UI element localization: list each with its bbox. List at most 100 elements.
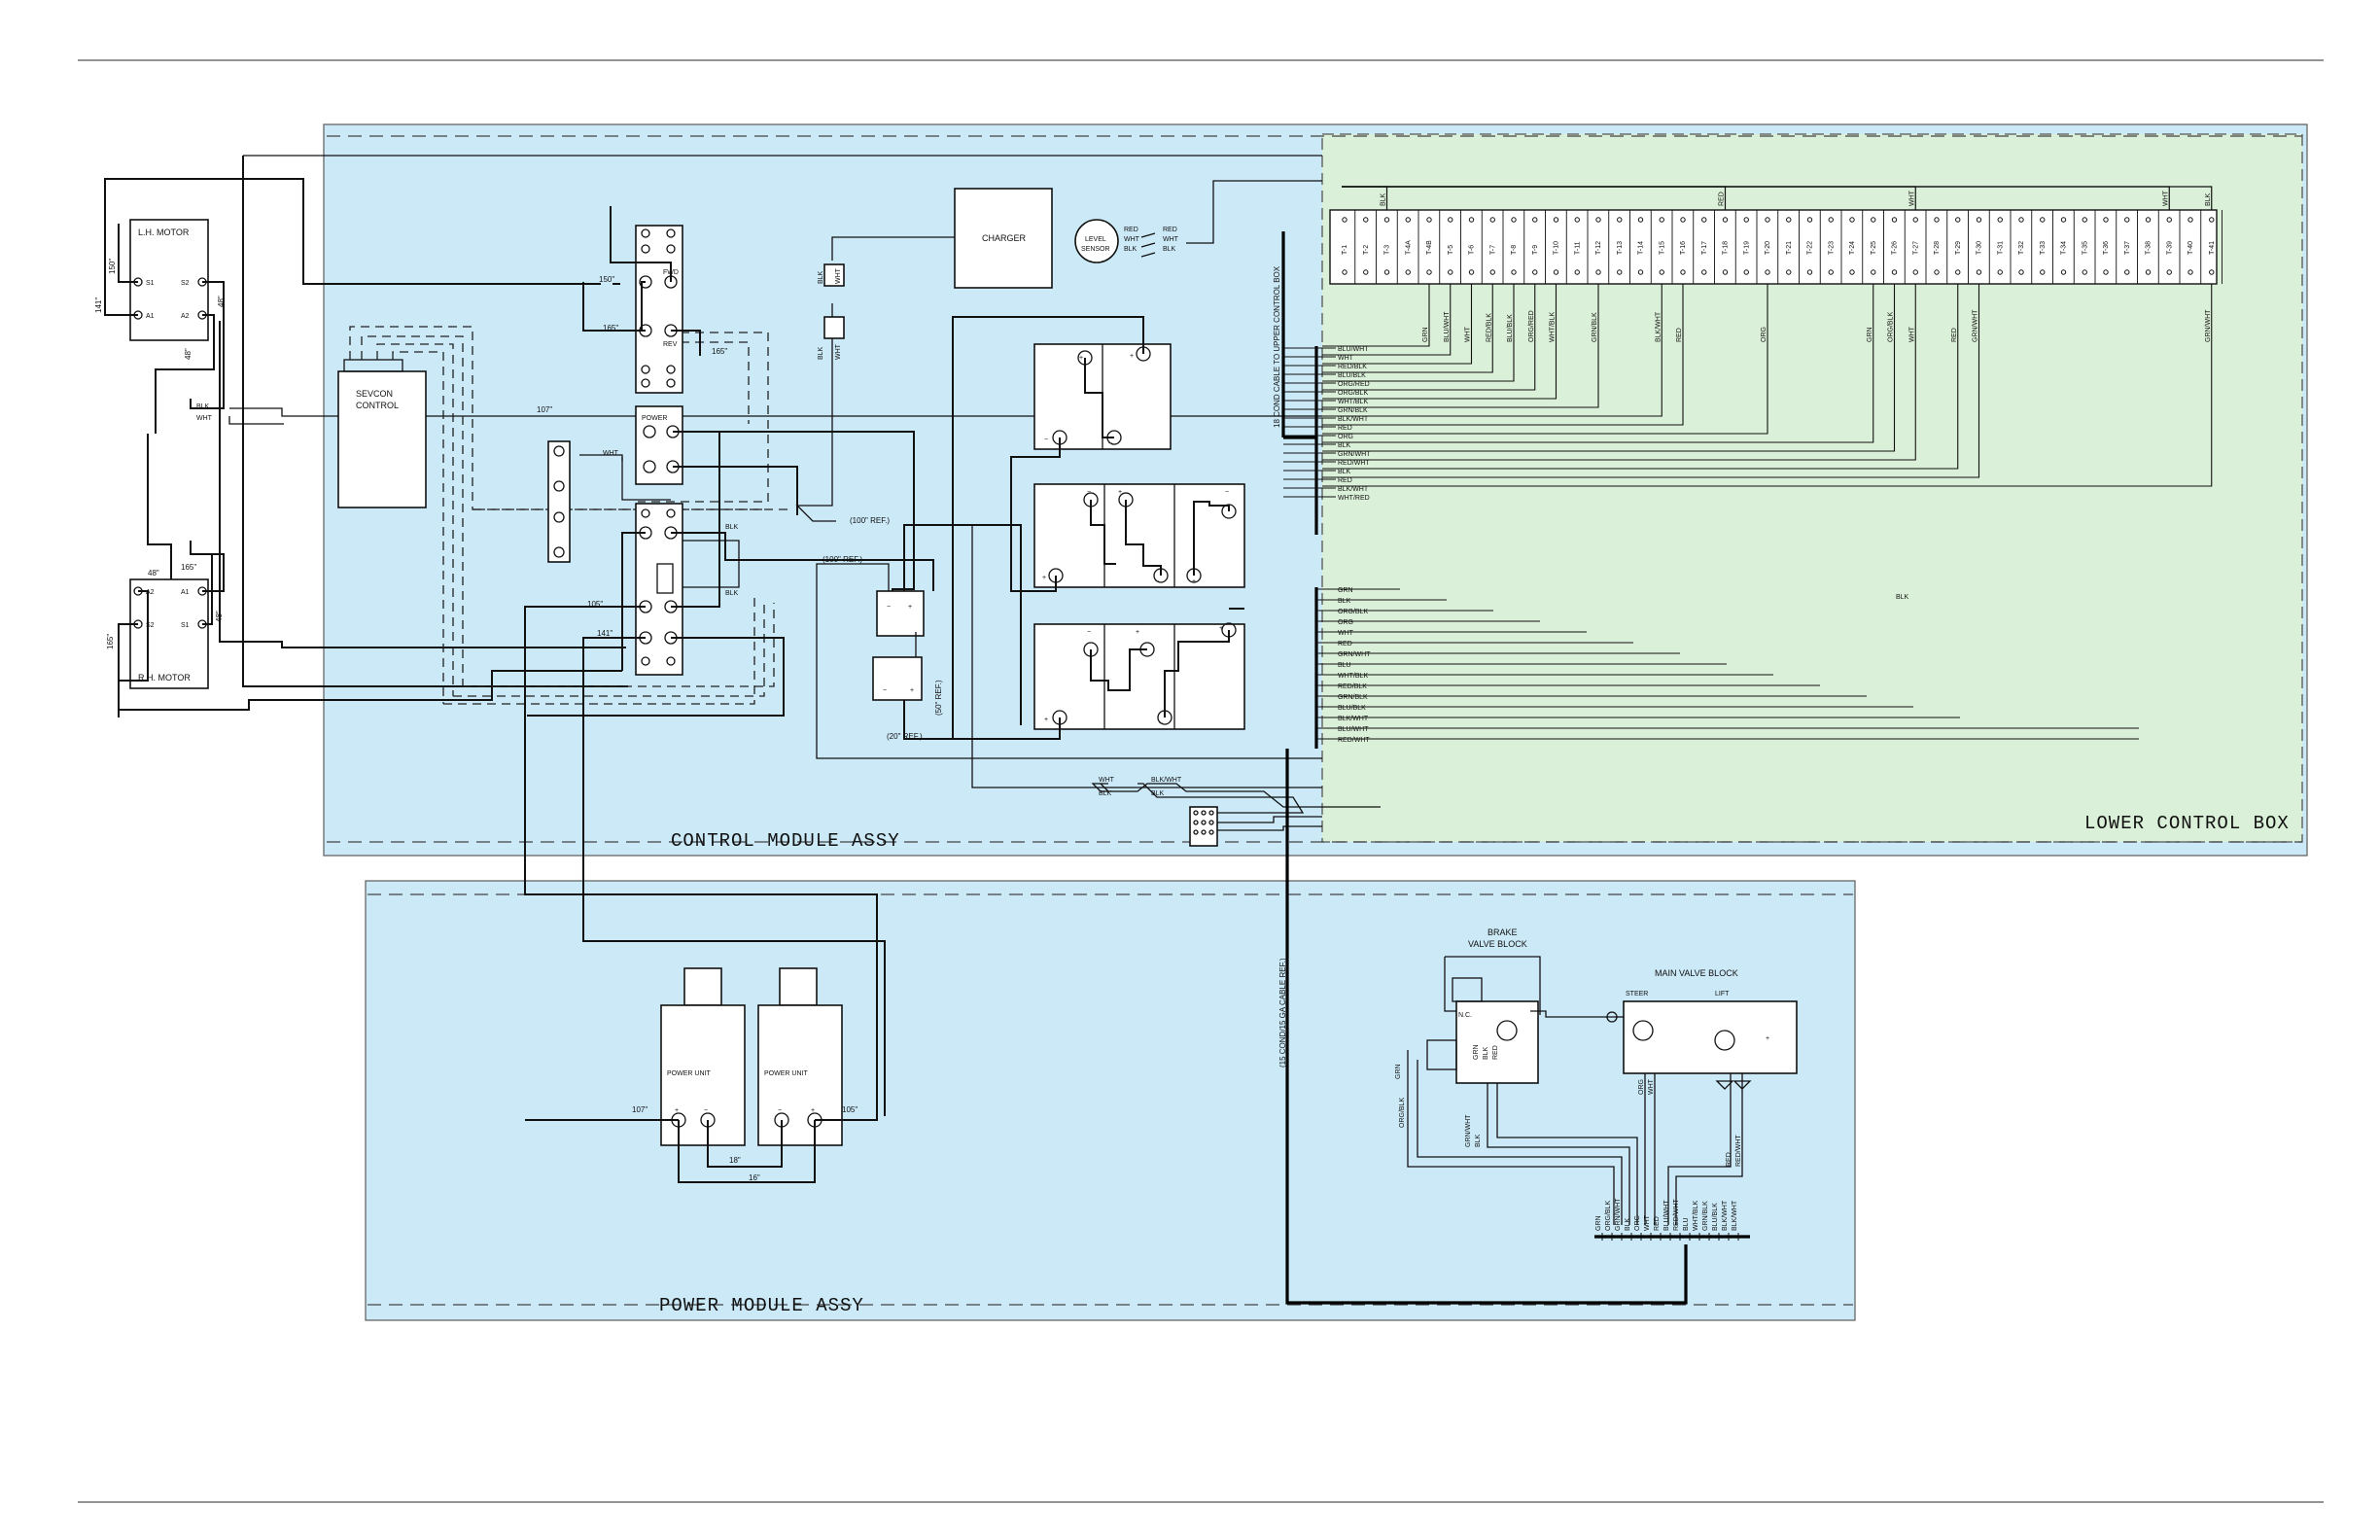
drop-wire-label: WHT (1908, 326, 1915, 342)
harness-wire-label: BLU/BLK (1712, 1203, 1719, 1231)
svg-text:105": 105" (842, 1105, 858, 1114)
svg-text:−: − (1155, 578, 1159, 585)
terminal-label: T-32 (2018, 241, 2025, 255)
upper-wire-label: ORG/RED (1338, 381, 1370, 388)
relay-2: −+ (872, 656, 923, 701)
svg-text:−: − (704, 1107, 708, 1114)
harness-wire-label: GRN/WHT (1615, 1198, 1622, 1231)
lh-motor-label: L.H. MOTOR (138, 228, 190, 237)
svg-text:WHT: WHT (1099, 777, 1115, 784)
upper-wire-label: GRN/BLK (1338, 407, 1368, 414)
svg-text:BLK: BLK (1099, 790, 1112, 797)
drop-wire-label: ORG (1761, 327, 1768, 342)
drop-wire-label: GRN/BLK (1592, 312, 1598, 342)
svg-text:(20" REF.): (20" REF.) (887, 732, 923, 741)
svg-text:BLK/WHT: BLK/WHT (1151, 777, 1182, 784)
harness-wire-label: BLK/WHT (1732, 1200, 1738, 1231)
terminal-label: T-31 (1997, 241, 2004, 255)
terminal-label: T-36 (2103, 241, 2110, 255)
svg-text:A2: A2 (146, 589, 155, 596)
svg-text:WHT: WHT (1163, 236, 1179, 243)
terminal-label: T-8 (1511, 245, 1518, 255)
svg-text:CHARGER: CHARGER (982, 233, 1027, 243)
terminal-label: T-34 (2061, 241, 2068, 255)
terminal-label: T-4B (1426, 240, 1433, 255)
svg-text:BLK: BLK (818, 270, 824, 284)
harness-wire-label: WHT/BLK (1693, 1201, 1699, 1231)
svg-text:S1: S1 (181, 622, 190, 629)
svg-text:WHT: WHT (835, 267, 842, 284)
svg-text:WHT: WHT (835, 343, 842, 360)
svg-text:RED: RED (1492, 1045, 1499, 1060)
upper-wire-label: RED (1338, 477, 1352, 484)
power-wire-label: RED/BLK (1338, 683, 1367, 690)
terminal-label: T-29 (1955, 241, 1962, 255)
lower-control-box-title: LOWER CONTROL BOX (2084, 813, 2290, 834)
svg-text:A1: A1 (181, 589, 190, 596)
terminal-label: T-17 (1701, 241, 1708, 255)
svg-text:POWER: POWER (642, 415, 667, 422)
power-wire-label: BLU/WHT (1338, 726, 1369, 733)
svg-text:−: − (1159, 720, 1163, 727)
svg-text:(50" REF.): (50" REF.) (934, 680, 943, 716)
terminal-label: T-23 (1828, 241, 1835, 255)
drop-wire-label: BLU/BLK (1507, 314, 1514, 342)
upper-wire-label: BLK (1338, 442, 1351, 449)
svg-text:A2: A2 (181, 313, 190, 320)
terminal-label: T-13 (1617, 241, 1624, 255)
svg-text:BLK: BLK (1163, 246, 1176, 253)
svg-text:VALVE BLOCK: VALVE BLOCK (1468, 939, 1527, 949)
svg-text:GRN: GRN (1395, 1064, 1402, 1079)
svg-text:RED: RED (1163, 227, 1177, 233)
upper-wire-labels: BLU/WHTWHTRED/BLKBLU/BLKORG/REDORG/BLKWH… (1283, 346, 1371, 502)
sevcon-control: SEVCON CONTROL (337, 359, 427, 508)
svg-text:−: − (883, 687, 887, 694)
svg-text:48": 48" (215, 611, 224, 622)
harness-wire-label: BLK/WHT (1722, 1200, 1729, 1231)
power-wire-label: WHT (1338, 630, 1354, 637)
svg-text:WHT: WHT (1124, 236, 1140, 243)
svg-text:150": 150" (108, 259, 117, 274)
svg-text:(100" REF.): (100" REF.) (822, 555, 862, 564)
svg-text:+: + (1042, 575, 1046, 581)
svg-text:141": 141" (597, 629, 612, 638)
power-wire-label: ORG (1338, 619, 1353, 626)
terminal-label: T-11 (1574, 241, 1581, 255)
power-wire-label: GRN/WHT (1338, 651, 1371, 658)
upper-wire-label: BLK/WHT (1338, 416, 1369, 423)
terminal-label: T-26 (1892, 241, 1899, 255)
control-module-title: CONTROL MODULE ASSY (671, 830, 900, 852)
drop-wire-label: GRN (1422, 327, 1429, 342)
terminal-label: T-35 (2082, 241, 2088, 255)
svg-text:(100" REF.): (100" REF.) (850, 516, 890, 525)
svg-text:−: − (1087, 489, 1091, 496)
upper-wire-label: BLU/BLK (1338, 372, 1366, 379)
harness-wire-label: RED (1654, 1216, 1661, 1231)
svg-text:RED/WHT: RED/WHT (1735, 1135, 1742, 1167)
drop-wire-label: GRN/WHT (2205, 309, 2212, 342)
drop-wire-label: GRN (1867, 327, 1873, 342)
svg-text:165": 165" (181, 563, 196, 572)
terminal-label: T-2 (1363, 245, 1370, 255)
svg-text:BLK: BLK (725, 590, 739, 597)
upper-wire-label: RED/BLK (1338, 364, 1367, 370)
svg-text:−: − (1087, 629, 1091, 636)
svg-text:+: + (1130, 353, 1134, 360)
terminal-label: T-39 (2166, 241, 2173, 255)
svg-text:SENSOR: SENSOR (1081, 246, 1110, 253)
svg-text:GRN: GRN (1473, 1044, 1480, 1060)
svg-text:+: + (1044, 717, 1048, 723)
svg-text:BLK: BLK (818, 346, 824, 360)
svg-text:18": 18" (729, 1156, 741, 1165)
svg-text:RED: RED (1726, 1152, 1732, 1167)
lower-contactor (635, 503, 683, 676)
svg-text:BLK: BLK (1475, 1134, 1482, 1147)
svg-text:48": 48" (184, 348, 192, 360)
svg-text:WHT: WHT (1648, 1078, 1655, 1095)
drop-wire-label: ORG/RED (1528, 310, 1535, 342)
terminal-label: T-6 (1469, 245, 1476, 255)
power-wire-label: ORG/BLK (1338, 609, 1368, 615)
power-wire-label: RED (1338, 641, 1352, 648)
svg-text:STEER: STEER (1626, 991, 1648, 998)
